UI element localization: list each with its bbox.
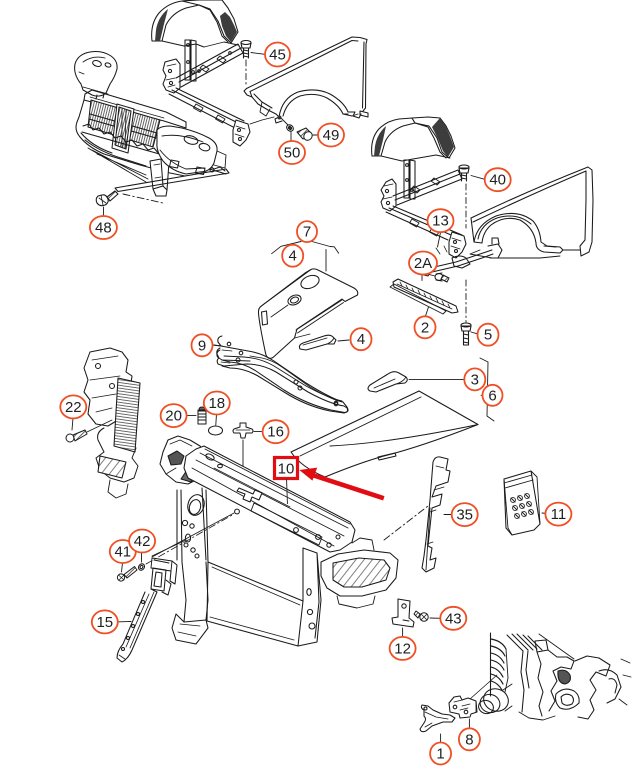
svg-text:8: 8 bbox=[465, 731, 473, 748]
svg-text:35: 35 bbox=[456, 507, 473, 524]
svg-text:48: 48 bbox=[95, 220, 112, 237]
svg-text:2A: 2A bbox=[414, 255, 432, 272]
svg-text:13: 13 bbox=[432, 213, 449, 230]
svg-text:4: 4 bbox=[357, 331, 365, 348]
svg-text:20: 20 bbox=[165, 408, 182, 425]
svg-text:41: 41 bbox=[114, 544, 131, 561]
svg-text:9: 9 bbox=[198, 337, 206, 354]
svg-text:1: 1 bbox=[436, 746, 444, 763]
svg-text:3: 3 bbox=[471, 371, 479, 388]
svg-text:22: 22 bbox=[65, 399, 82, 416]
svg-text:12: 12 bbox=[394, 640, 411, 657]
svg-text:49: 49 bbox=[323, 127, 340, 144]
svg-text:11: 11 bbox=[551, 506, 567, 523]
svg-text:4: 4 bbox=[289, 248, 297, 265]
svg-text:15: 15 bbox=[96, 614, 113, 631]
svg-text:5: 5 bbox=[484, 327, 492, 344]
svg-text:10: 10 bbox=[278, 461, 295, 478]
svg-text:42: 42 bbox=[134, 533, 151, 550]
svg-text:18: 18 bbox=[208, 395, 225, 412]
svg-text:2: 2 bbox=[421, 319, 429, 336]
svg-text:6: 6 bbox=[488, 387, 496, 404]
svg-text:40: 40 bbox=[489, 172, 506, 189]
svg-text:7: 7 bbox=[303, 224, 311, 241]
svg-text:50: 50 bbox=[284, 145, 301, 162]
svg-text:43: 43 bbox=[445, 610, 462, 627]
svg-text:16: 16 bbox=[267, 424, 284, 441]
svg-text:45: 45 bbox=[269, 47, 286, 64]
